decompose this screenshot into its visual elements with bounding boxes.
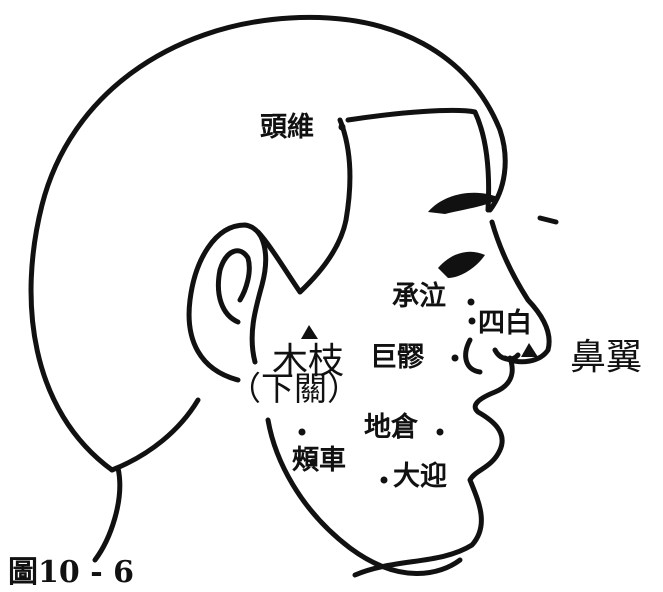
touwei-dot: [338, 123, 346, 131]
xiaguan-dot: [298, 428, 306, 436]
sibai-label: 四白: [478, 308, 532, 339]
eyebrow: [428, 192, 500, 214]
dicang-label: 地倉: [364, 412, 418, 443]
daying-dot: [380, 476, 388, 484]
neck-line: [92, 465, 123, 563]
dicang-dot: [436, 428, 444, 436]
chengqi-label: 承泣: [392, 281, 446, 312]
jiache-label: 頰車: [292, 445, 346, 476]
ear-inner: [215, 248, 252, 325]
sibai-dot: [468, 317, 476, 325]
juliao-dot: [451, 354, 459, 362]
jiache-dot: [309, 458, 317, 466]
chengqi-dot: [467, 298, 475, 306]
nasolabial-fold: [463, 337, 483, 375]
eye: [438, 251, 485, 278]
nostril-curve: [492, 347, 521, 362]
mouth-chin-line: [352, 355, 515, 578]
jaw-line: [265, 417, 463, 576]
juliao-label: 巨髎: [370, 342, 424, 373]
touwei-label: 頭維: [260, 112, 314, 143]
daying-label: 大迎: [393, 461, 447, 492]
nose-line: [489, 219, 552, 365]
xiaguan-label: （下關）: [228, 369, 360, 408]
bizhi-triangle: [521, 343, 538, 357]
occiput-line: [109, 397, 201, 473]
muzhi-triangle: [301, 325, 318, 339]
hairline: [255, 117, 353, 295]
brow-dash: [537, 215, 559, 225]
bizhi-label: 鼻翼: [570, 337, 643, 378]
forehead-line: [345, 107, 492, 213]
ear-outer: [186, 222, 269, 383]
figure-caption: 圖10 - 6: [8, 555, 134, 590]
head-contour: [28, 14, 508, 473]
muzhi-label: 木枝: [272, 341, 345, 382]
